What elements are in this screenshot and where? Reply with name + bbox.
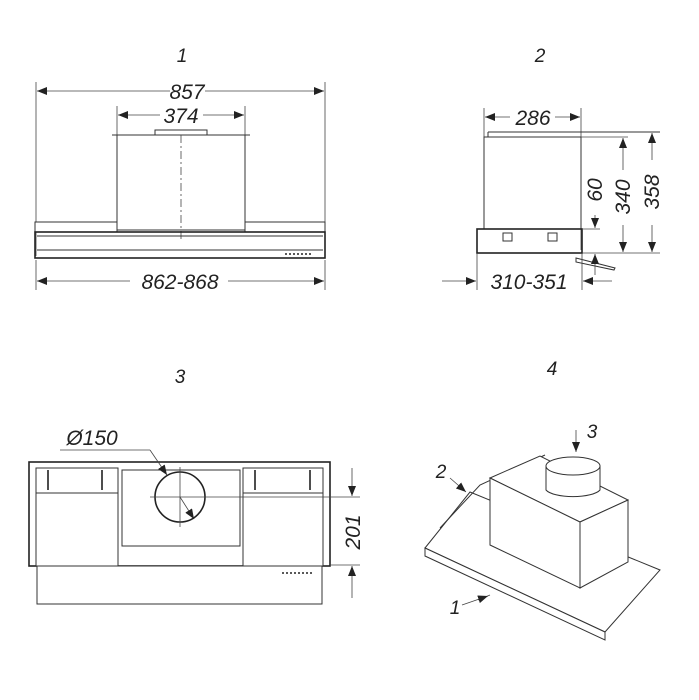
dim-857: 857	[169, 81, 205, 104]
view-1-title: 1	[177, 46, 188, 67]
view-1-front: 1 857 374 862-868	[34, 46, 326, 294]
view-3-title: 3	[175, 367, 186, 388]
view-4-title: 4	[547, 359, 558, 380]
view-4-isometric: 4 1 2 3	[424, 359, 661, 641]
view-2-title: 2	[534, 46, 546, 67]
dim-286: 286	[514, 107, 550, 130]
dim-diameter-150: Ø150	[65, 427, 118, 450]
dim-862-868: 862-868	[141, 271, 218, 294]
dim-358: 358	[641, 174, 664, 209]
dim-60: 60	[584, 178, 607, 202]
dim-340: 340	[612, 179, 635, 214]
callout-3: 3	[587, 422, 598, 443]
dim-310-351: 310-351	[490, 271, 567, 294]
view-2-side: 2 286 60 340 358 310-351	[442, 46, 664, 294]
dim-201: 201	[342, 514, 365, 550]
callout-2: 2	[435, 462, 447, 483]
dim-374: 374	[163, 105, 198, 128]
view-3-bottom: 3 Ø150 201	[28, 367, 365, 605]
callout-1: 1	[450, 598, 461, 619]
